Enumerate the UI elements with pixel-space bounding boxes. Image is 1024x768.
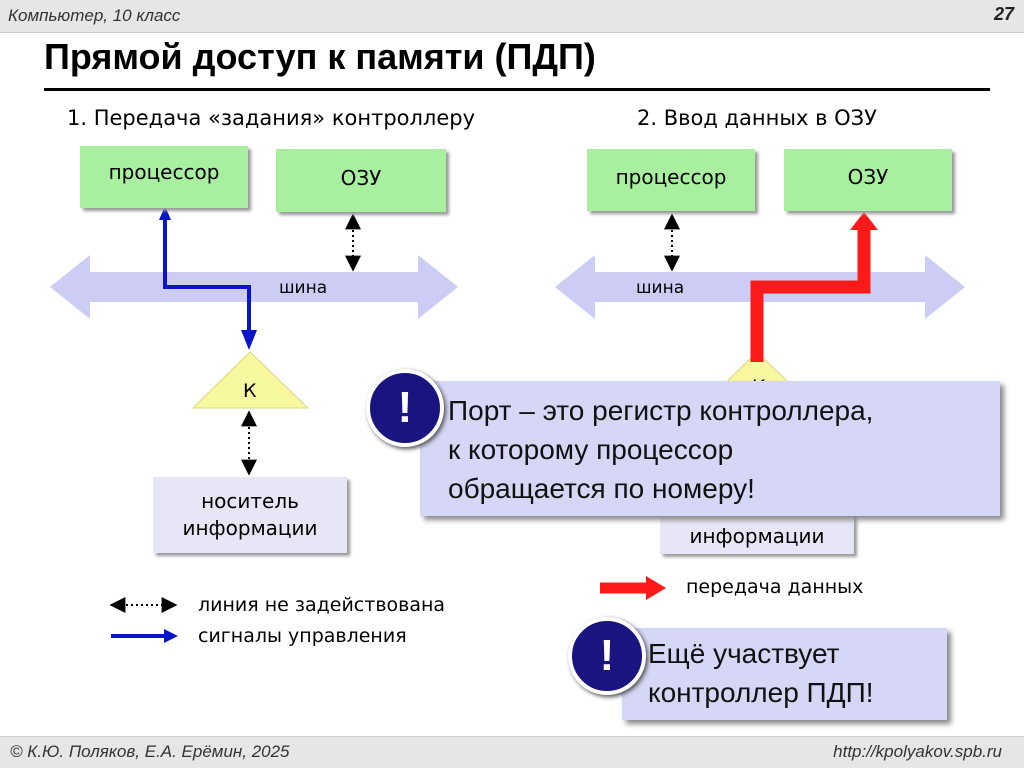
controller-label-left: К — [243, 380, 257, 402]
control-signal-arrowhead-bottom — [241, 330, 257, 350]
ram-box-right: ОЗУ — [784, 149, 952, 211]
cpu-label-right: процессор — [615, 165, 727, 189]
legend-control-label: сигналы управления — [198, 625, 407, 647]
control-signal-arrowhead-top — [159, 206, 171, 220]
storage-label-line2-right: информации — [689, 524, 825, 548]
storage-label-line1-left: носитель — [201, 489, 299, 513]
bus-arrow-left-diagram — [50, 255, 458, 319]
data-transfer-arrowhead — [850, 212, 878, 230]
cpu-box-right: процессор — [587, 149, 755, 211]
left-heading: 1. Передача «задания» контроллеру — [67, 106, 476, 130]
exclamation-icon: ! — [366, 369, 444, 447]
cpu-box-left: процессор — [80, 146, 248, 208]
right-heading: 2. Ввод данных в ОЗУ — [637, 106, 877, 130]
legend-control-arrowhead — [164, 629, 178, 643]
legend-unused-label: линия не задействована — [198, 594, 446, 616]
port-callout-line3: обращается по номеру! — [448, 473, 755, 505]
ram-label-right: ОЗУ — [847, 165, 889, 189]
cpu-label-left: процессор — [108, 160, 220, 184]
port-callout-line1: Порт – это регистр контроллера, — [448, 395, 874, 426]
page-number: 27 — [993, 4, 1014, 24]
legend-data-label: передача данных — [686, 576, 864, 598]
storage-label-line2-left: информации — [182, 516, 318, 540]
bus-label-right: шина — [636, 278, 685, 298]
controller-triangle-left — [191, 351, 310, 409]
course-label: Компьютер, 10 класс — [8, 6, 181, 25]
exclamation-icon: ! — [568, 617, 646, 695]
port-callout-line2: к которому процессор — [448, 434, 734, 466]
storage-box-left: носитель информации — [153, 477, 347, 553]
data-transfer-path — [750, 228, 871, 362]
legend-data-arrowhead — [646, 576, 666, 600]
port-callout: Порт – это регистр контроллера, к которо… — [420, 381, 1000, 516]
title-underline — [44, 88, 990, 91]
dma-callout-line1: Ещё участвует — [648, 638, 840, 669]
site-link[interactable]: http://kpolyakov.spb.ru — [833, 742, 1002, 761]
header-bar — [0, 0, 1024, 33]
dma-callout-line2: контроллер ПДП! — [648, 677, 874, 709]
dma-callout: Ещё участвует контроллер ПДП! — [622, 628, 947, 720]
footer-bar — [0, 736, 1024, 768]
ram-box-left: ОЗУ — [276, 149, 446, 212]
slide-title: Прямой доступ к памяти (ПДП) — [44, 36, 596, 77]
authors-label: © К.Ю. Поляков, Е.А. Ерёмин, 2025 — [10, 742, 290, 761]
ram-label-left: ОЗУ — [340, 165, 382, 190]
control-signal-path — [163, 210, 251, 332]
bus-label-left: шина — [279, 278, 328, 298]
